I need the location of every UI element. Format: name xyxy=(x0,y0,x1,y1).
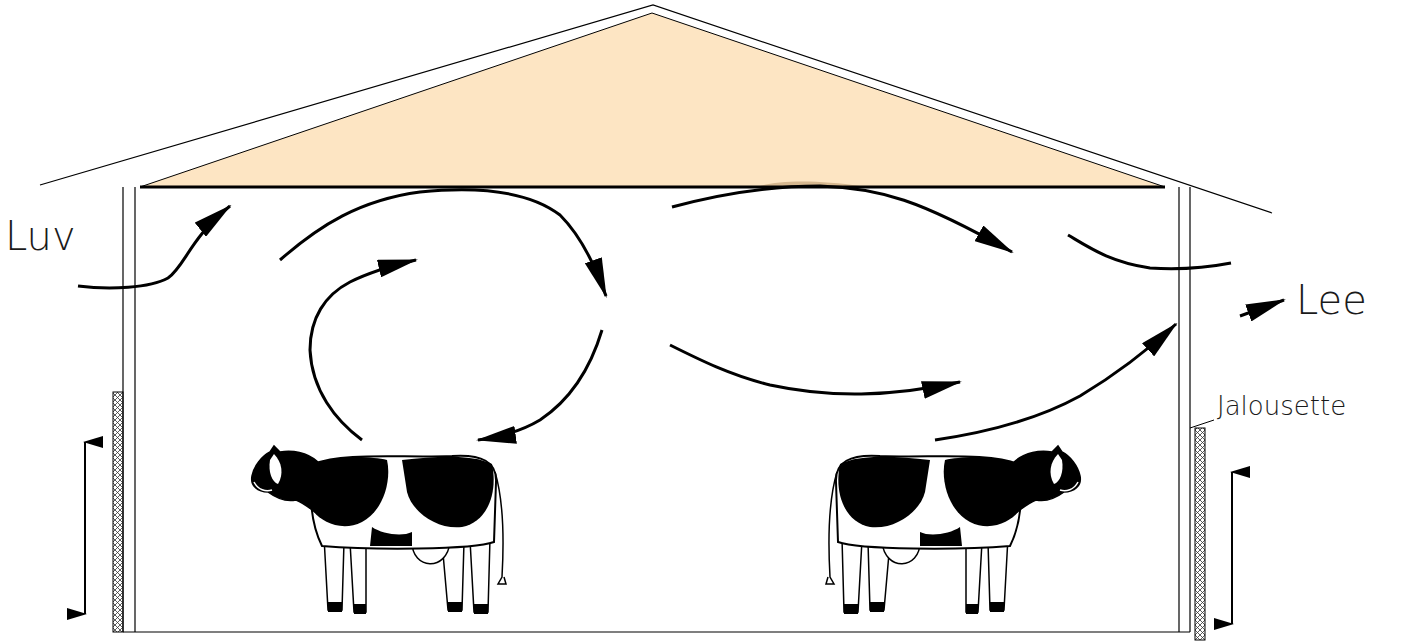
leeward-label: Lee xyxy=(1296,280,1367,320)
adjust-arrow xyxy=(1231,472,1233,624)
airflow-arrows xyxy=(78,186,1284,440)
cow xyxy=(252,446,506,614)
jalousettes xyxy=(85,392,1232,640)
leader-line xyxy=(1190,420,1214,428)
ceiling xyxy=(140,186,1165,189)
airflow-arrow xyxy=(672,186,1012,252)
adjust-arrow xyxy=(84,442,86,614)
windward-label: Luv xyxy=(5,216,76,256)
right-wall xyxy=(1189,187,1190,632)
airflow-arrow xyxy=(1068,235,1231,269)
airflow-arrow xyxy=(935,324,1176,440)
airflow-arrow xyxy=(78,206,230,288)
walls xyxy=(123,187,1190,632)
floor xyxy=(123,631,1190,632)
roof xyxy=(40,5,1272,213)
left-wall xyxy=(134,187,135,632)
jalousette-label: Jalousette xyxy=(1217,393,1346,419)
attic-insulation xyxy=(140,13,1165,187)
airflow-arrow xyxy=(1240,300,1284,316)
roof-outline xyxy=(40,5,1272,213)
airflow-arrow xyxy=(478,330,602,440)
jalousette-left xyxy=(113,392,123,632)
airflow-arrow xyxy=(310,260,416,440)
cows xyxy=(252,446,1081,614)
jalousette-right xyxy=(1195,428,1205,640)
right-wall xyxy=(1178,187,1179,632)
airflow-arrow xyxy=(280,190,606,296)
cow xyxy=(826,446,1080,614)
airflow-arrow xyxy=(670,345,960,394)
